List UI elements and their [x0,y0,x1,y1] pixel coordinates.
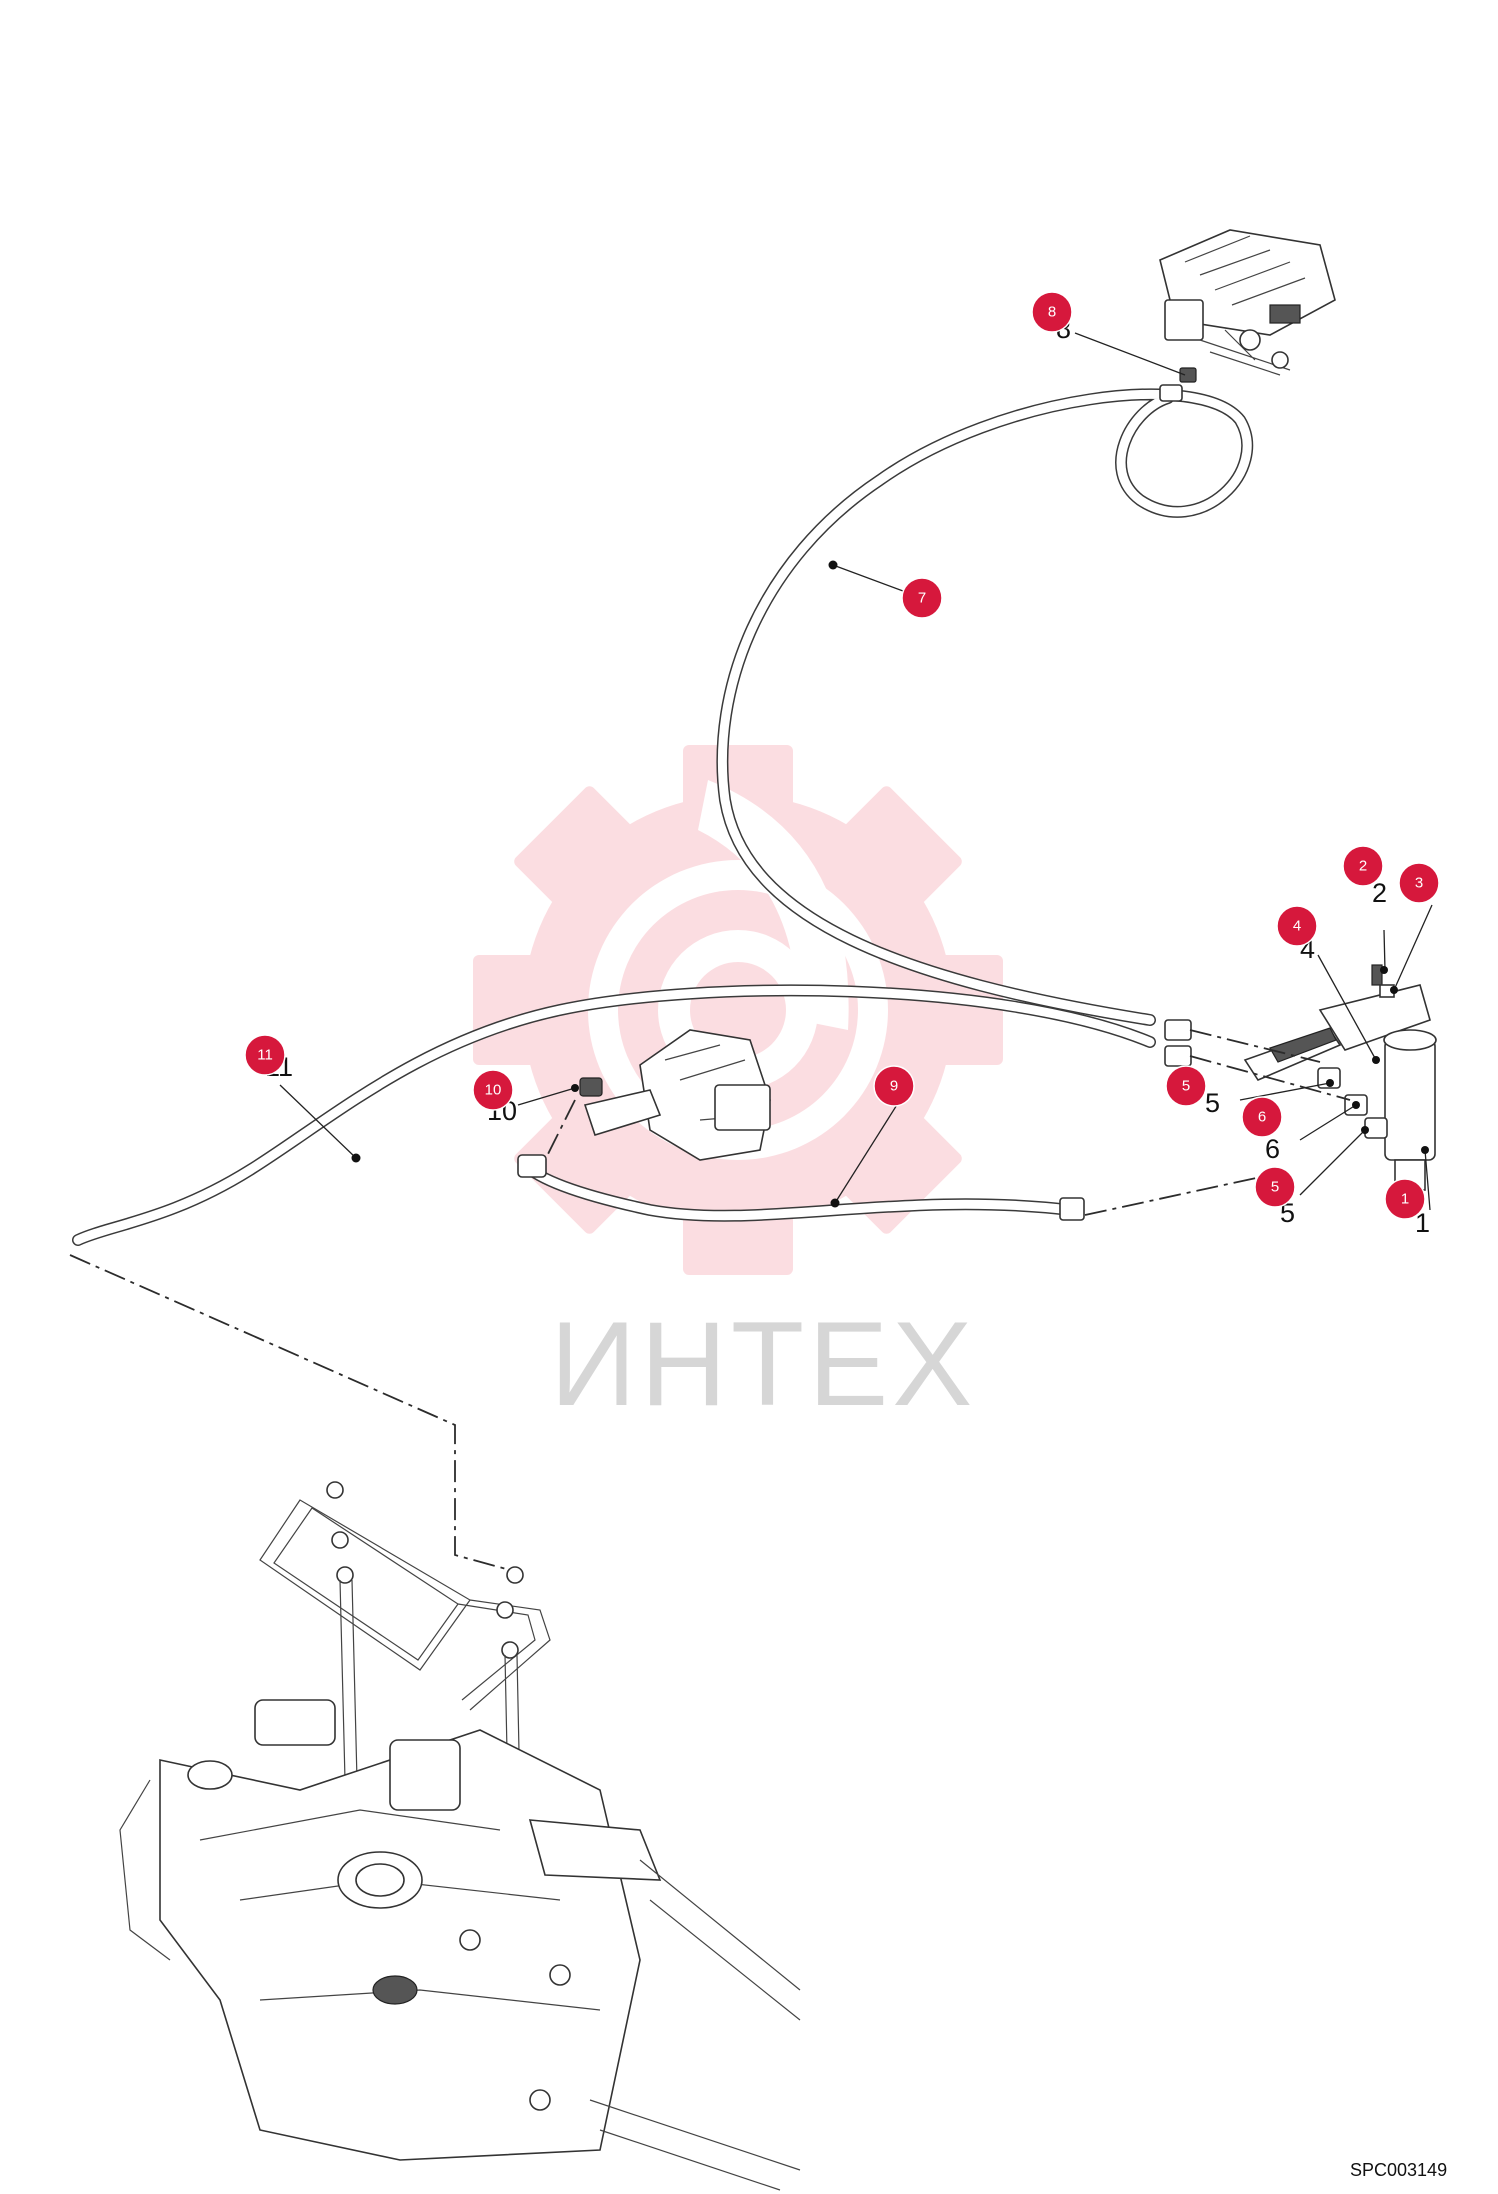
callout-10[interactable]: 10 [472,1069,514,1111]
svg-text:1: 1 [1401,1191,1409,1208]
svg-text:6: 6 [1258,1109,1266,1126]
hose-11 [72,984,1156,1246]
svg-text:8: 8 [1048,304,1056,321]
connection-line-pump-hose9 [1084,1174,1271,1216]
leader-lines [279,332,1433,1211]
callout-3[interactable]: 3 [1398,862,1440,904]
svg-text:10: 10 [485,1082,502,1099]
callout-11[interactable]: 11 [244,1034,286,1076]
connection-line-axle [69,1254,511,1571]
watermark-text: ИНТЕХ [550,1297,976,1431]
drawing-number-2: 2 [1372,878,1387,908]
hose-9 [519,1159,1076,1222]
svg-text:4: 4 [1293,918,1301,935]
drawing-number-5: 5 [1205,1088,1220,1118]
callout-4[interactable]: 4 [1276,905,1318,947]
control-valve-block [1159,229,1336,376]
svg-text:7: 7 [918,590,926,607]
svg-text:5: 5 [1271,1179,1279,1196]
svg-text:5: 5 [1182,1078,1190,1095]
connection-line-pump-top [1189,1029,1321,1063]
fitting-8 [1159,367,1197,402]
axle-assembly [119,1481,801,2191]
callout-9[interactable]: 9 [873,1065,915,1107]
hand-pump-assembly [1059,964,1437,1221]
svg-text:9: 9 [890,1078,898,1095]
svg-text:2: 2 [1359,858,1367,875]
callout-5[interactable]: 5 [1165,1065,1207,1107]
drawing-code: SPC003149 [1350,2160,1447,2180]
svg-text:11: 11 [257,1047,273,1064]
valve-10-assembly [517,1029,771,1178]
callout-8[interactable]: 8 [1031,291,1073,333]
connection-line-valve10 [544,1099,576,1161]
connection-line-pump-mid [1189,1055,1351,1101]
drawing-number-6: 6 [1265,1134,1280,1164]
callout-2[interactable]: 2 [1342,845,1384,887]
callout-5-lower[interactable]: 5 [1254,1166,1296,1208]
svg-text:3: 3 [1415,875,1423,892]
drawing-number-1: 1 [1415,1208,1430,1238]
hose-7 [716,388,1254,1026]
callout-1[interactable]: 1 [1384,1178,1426,1220]
callout-6[interactable]: 6 [1241,1096,1283,1138]
callout-7[interactable]: 7 [901,577,943,619]
